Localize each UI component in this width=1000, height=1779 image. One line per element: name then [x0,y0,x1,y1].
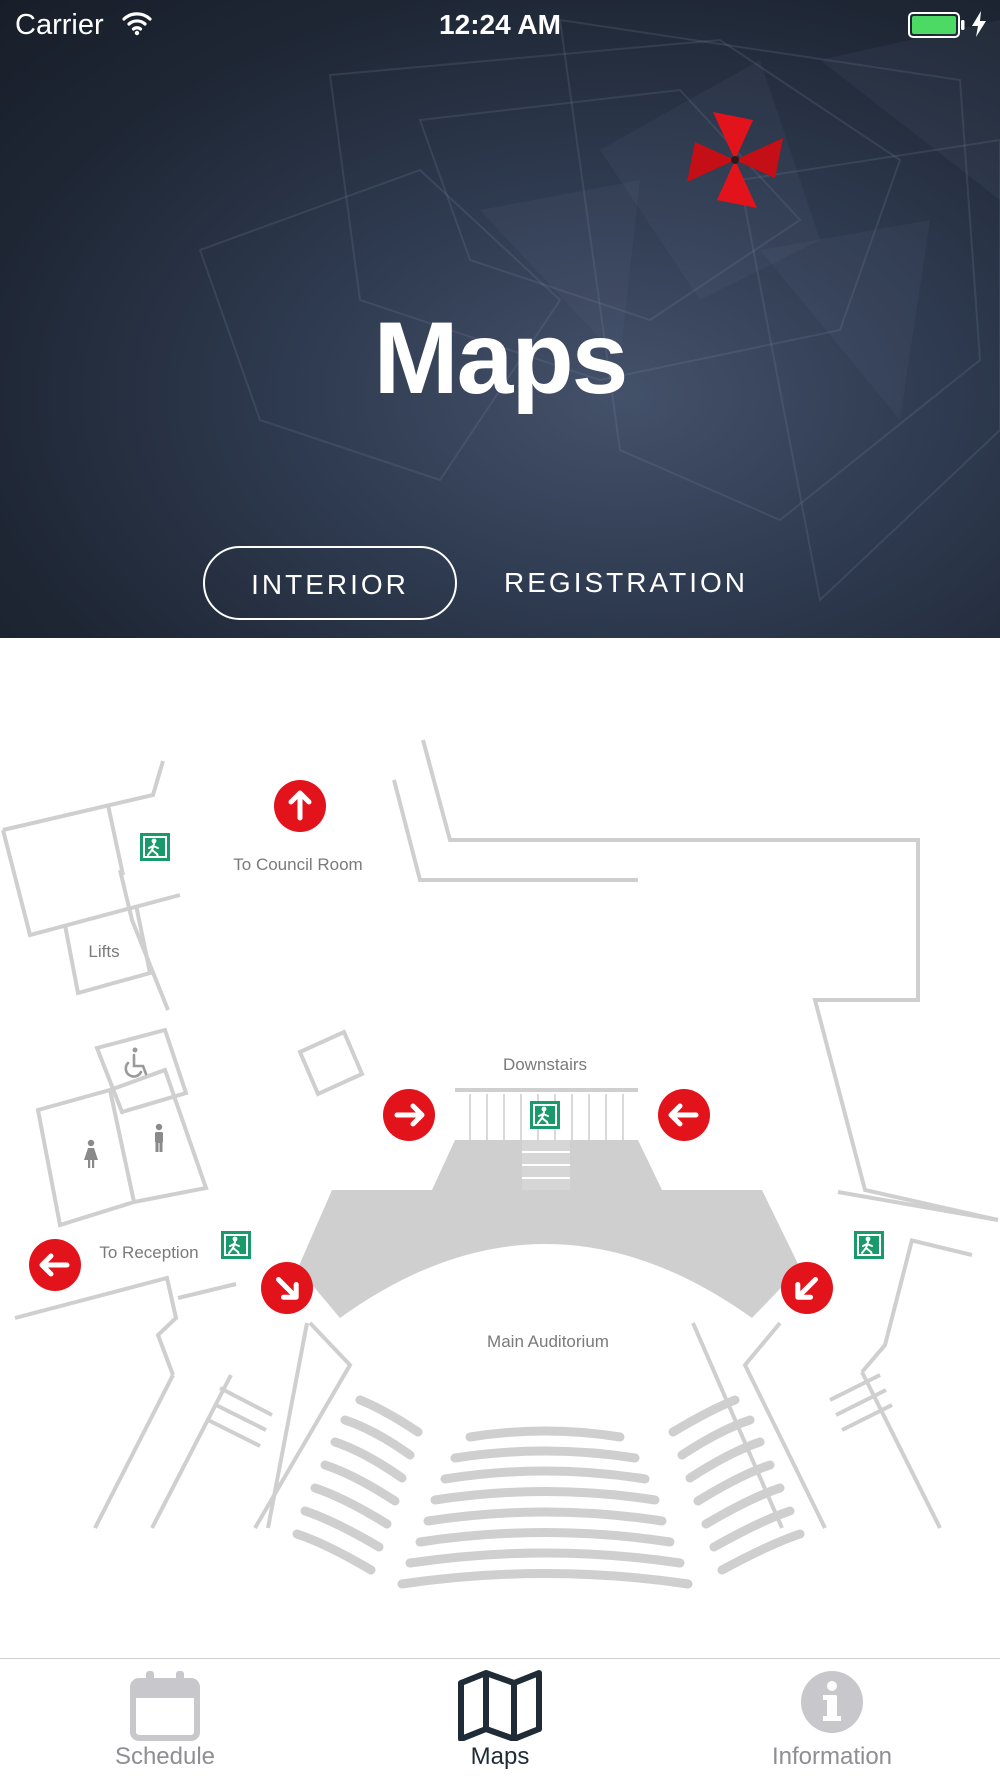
label-reception: To Reception [99,1243,198,1262]
exit-sign-icon [220,1230,252,1260]
map-icon [458,1670,542,1741]
wheelchair-icon [124,1047,148,1078]
auditorium-seating [292,1395,805,1589]
arrow-left-marker-icon[interactable] [29,1239,81,1291]
pinwheel-logo-icon [687,112,783,208]
label-lifts: Lifts [88,942,119,961]
tab-bar-item-maps[interactable]: Maps [400,1659,600,1779]
arrow-left-marker-icon[interactable] [658,1089,710,1141]
header-background-pattern [198,18,1000,602]
info-icon [801,1671,863,1733]
battery-icon [908,12,965,38]
carrier-label: Carrier [15,9,104,41]
arrow-up-marker-icon[interactable] [274,780,326,832]
tab-interior[interactable]: INTERIOR [203,546,457,620]
calendar-icon [130,1671,200,1741]
page-title: Maps [373,301,629,415]
label-council-room: To Council Room [233,855,362,874]
label-downstairs: Downstairs [503,1055,587,1074]
tab-bar-item-schedule[interactable]: Schedule [65,1659,265,1779]
charging-bolt-icon [972,11,986,37]
wifi-icon [122,12,152,36]
tab-bar-label-maps: Maps [470,1743,530,1770]
tab-registration[interactable]: REGISTRATION [504,567,748,598]
female-restroom-icon [84,1139,98,1168]
exit-sign-icon [139,832,171,862]
tab-bar-label-information: Information [771,1743,893,1770]
header: Carrier 12:24 AM Maps INTERIOR REGISTRAT… [0,0,1000,638]
exit-sign-icon [529,1100,561,1130]
status-time: 12:24 AM [439,9,561,40]
male-restroom-icon [155,1123,163,1152]
stage-steps [522,1140,570,1190]
tab-bar-item-information[interactable]: Information [732,1659,932,1779]
arrow-right-marker-icon[interactable] [383,1089,435,1141]
status-bar: Carrier 12:24 AM [0,0,1000,50]
floor-map[interactable]: To Council Room Lifts Downstairs To Rece… [0,638,1000,1658]
exit-sign-icon [853,1230,885,1260]
auditorium-stage [298,1140,800,1318]
label-main-auditorium: Main Auditorium [487,1332,609,1351]
tab-bar-label-schedule: Schedule [114,1743,216,1770]
tab-bar: Schedule Maps Information [0,1658,1000,1779]
